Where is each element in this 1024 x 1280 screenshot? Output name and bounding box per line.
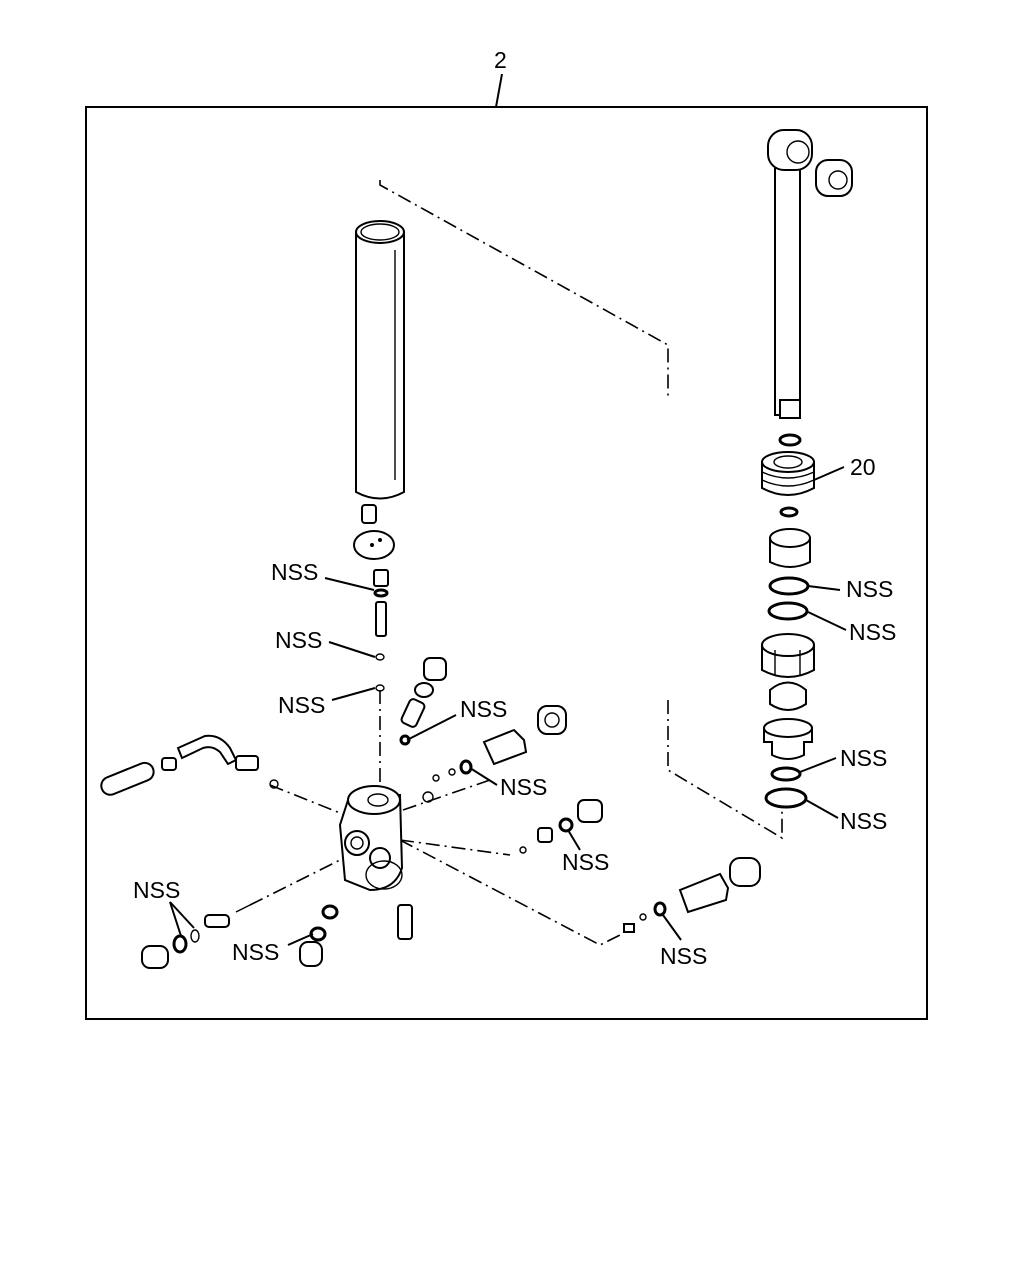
centerlines [249,180,783,946]
nss-label: NSS [846,576,893,602]
cylinder-tube [355,220,405,500]
nss-label: NSS [133,877,180,903]
leader-lines [169,466,847,946]
nss-label: NSS [840,808,887,834]
nss-label: NSS [271,559,318,585]
diagram-frame [85,106,928,1020]
valve-body [338,785,404,892]
nss-label: NSS [278,692,325,718]
nss-label: NSS [660,943,707,969]
callout-20[interactable]: 20 [850,454,876,480]
nss-label: NSS [840,745,887,771]
nss-label: NSS [232,939,279,965]
piston-parts [353,504,395,692]
nss-label: NSS [275,627,322,653]
nss-label: NSS [460,696,507,722]
right-stack [761,433,815,809]
nss-label: NSS [849,619,896,645]
nss-label: NSS [562,849,609,875]
nss-label: NSS [500,774,547,800]
assembly-callout[interactable]: 2 [494,47,507,73]
assembly-leader [495,73,503,108]
part-labels: 20 NSS NSS NSS NSS NSS NSS NSS NSS NSS N… [133,454,896,969]
piston-rod [767,129,853,419]
fittings [100,657,761,969]
